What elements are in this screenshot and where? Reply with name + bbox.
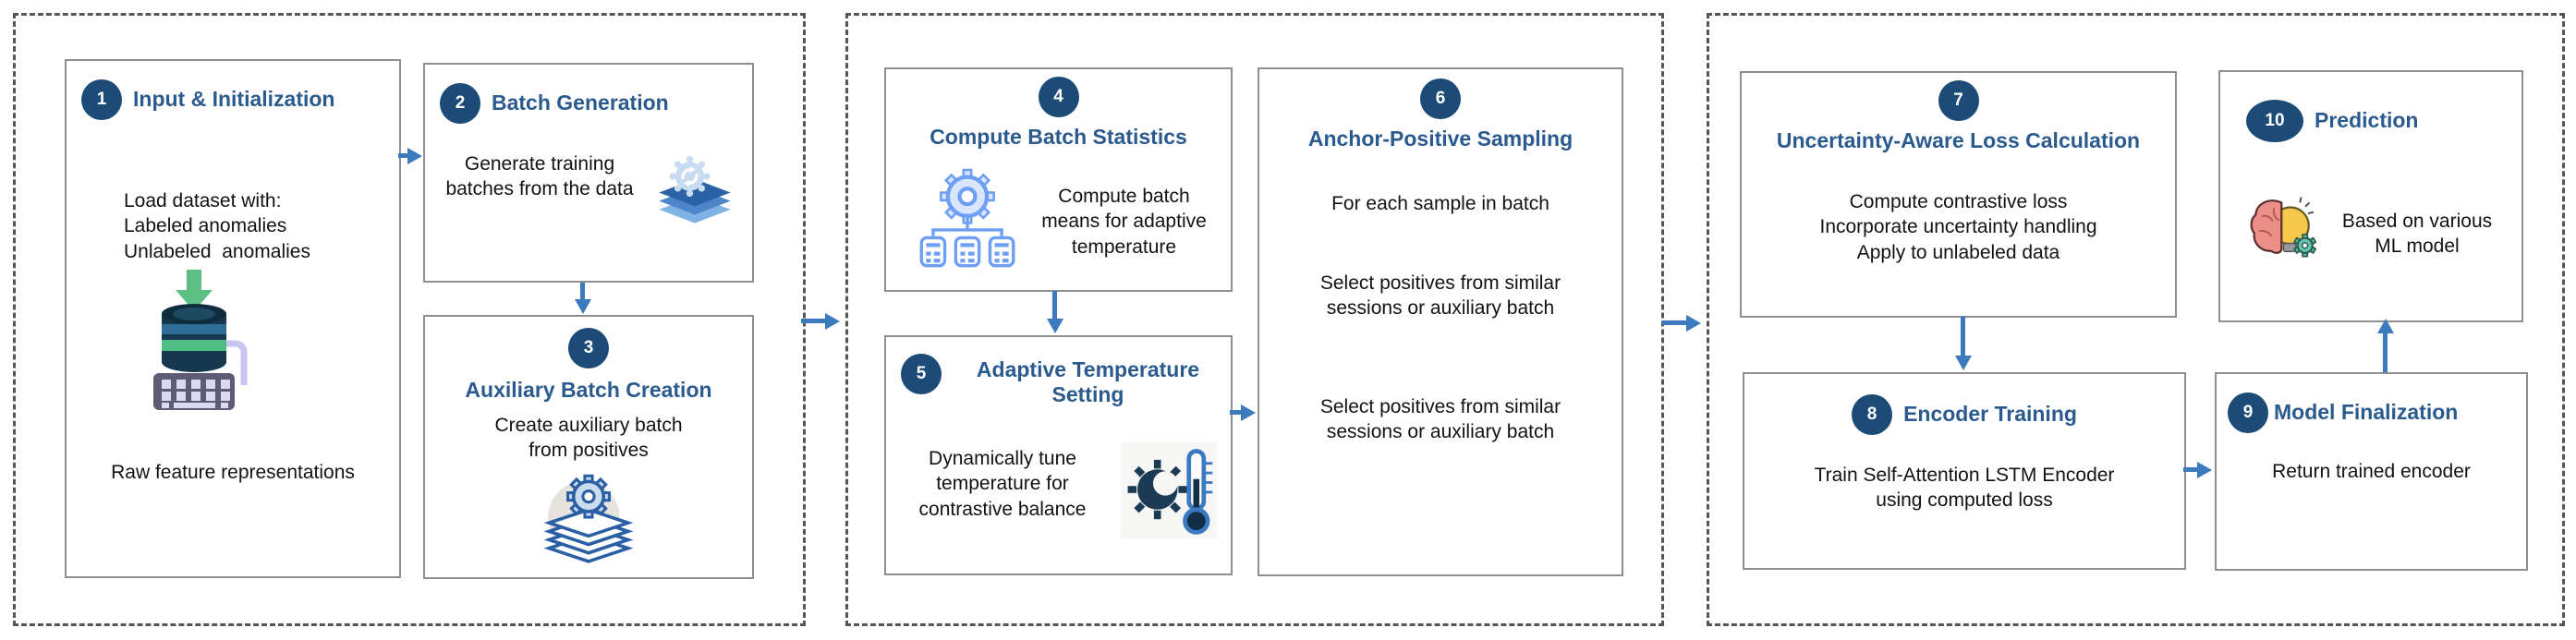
step-5-box: 5 Adaptive Temperature Setting Dynamical… <box>884 335 1233 575</box>
arrow-step4-to-step5 <box>1052 291 1057 319</box>
brain-lightbulb-gear-icon <box>2248 196 2317 265</box>
arrow-step5-to-step6 <box>1230 410 1241 415</box>
step-2-box: 2 Batch Generation Generate training bat… <box>423 63 754 283</box>
step-1-badge: 1 <box>81 79 122 120</box>
step-10-badge: 10 <box>2246 100 2303 142</box>
step-1-caption: Raw feature representations <box>111 462 355 483</box>
step-2-text: Generate training batches from the data <box>445 153 634 200</box>
step-1-title: Input & Initialization <box>133 87 335 112</box>
step-7-box: 7 Uncertainty-Aware Loss Calculation Com… <box>1740 71 2177 318</box>
step-8-badge: 8 <box>1852 394 1893 435</box>
phase-3-container <box>1707 13 2565 626</box>
database-keyboard-icon <box>139 270 249 415</box>
arrow-step7-to-step8 <box>1961 317 1965 356</box>
step-7-title: Uncertainty-Aware Loss Calculation <box>1776 128 2141 152</box>
step-6-text-3: Select positives from similar sessions o… <box>1319 396 1561 443</box>
arrow-phase2-to-phase3 <box>1662 320 1686 325</box>
step-6-box: 6 Anchor-Positive Sampling For each samp… <box>1258 67 1623 576</box>
step-5-text: Dynamically tune temperature for contras… <box>918 448 1087 520</box>
phase-2-container <box>845 13 1664 626</box>
step-10-box: 10 Prediction Based on various ML model <box>2218 70 2523 322</box>
gear-servers-icon <box>916 165 1019 279</box>
step-6-text-1: For each sample in batch <box>1331 193 1549 214</box>
step-5-badge: 5 <box>901 354 942 394</box>
step-3-badge: 3 <box>568 328 609 368</box>
step-9-text: Return trained encoder <box>2272 461 2471 482</box>
step-10-text: Based on various ML model <box>2341 211 2493 258</box>
arrow-phase1-to-phase2 <box>801 319 825 323</box>
step-3-text: Create auxiliary batch from positives <box>494 415 683 462</box>
step-7-badge: 7 <box>1938 80 1979 121</box>
step-4-text: Compute batch means for adaptive tempera… <box>1041 186 1207 258</box>
sun-thermometer-icon <box>1121 442 1217 543</box>
step-4-badge: 4 <box>1038 77 1079 117</box>
step-7-text: Compute contrastive loss Incorporate unc… <box>1819 191 2097 263</box>
step-6-badge: 6 <box>1420 78 1461 119</box>
step-2-badge: 2 <box>440 83 480 124</box>
step-3-title: Auxiliary Batch Creation <box>465 378 712 402</box>
step-4-title: Compute Batch Statistics <box>930 125 1187 149</box>
step-6-text-2: Select positives from similar sessions o… <box>1319 272 1561 320</box>
step-8-title: Encoder Training <box>1903 402 2077 427</box>
step-8-text: Train Self-Attention LSTM Encoder using … <box>1814 465 2115 512</box>
step-5-title: Adaptive Temperature Setting <box>976 357 1200 407</box>
arrow-step8-to-step9 <box>2183 467 2197 472</box>
layered-batches-gear-icon <box>652 155 737 245</box>
step-8-box: 8 Encoder Training Train Self-Attention … <box>1743 372 2186 570</box>
step-10-title: Prediction <box>2315 108 2419 133</box>
step-9-box: 9 Model Finalization Return trained enco… <box>2215 372 2528 571</box>
step-3-box: 3 Auxiliary Batch Creation Create auxili… <box>423 315 754 579</box>
step-1-text: Load dataset with: Labeled anomalies Unl… <box>124 190 310 262</box>
step-6-title: Anchor-Positive Sampling <box>1307 127 1574 151</box>
arrow-step9-to-step10 <box>2383 333 2388 372</box>
arrow-step2-to-step3 <box>580 283 585 299</box>
arrow-step1-to-step2 <box>398 153 407 158</box>
stack-gear-icon <box>537 463 640 571</box>
step-9-badge: 9 <box>2228 392 2268 433</box>
step-9-title: Model Finalization <box>2274 400 2459 425</box>
step-4-box: 4 Compute Batch Statistics <box>884 67 1233 292</box>
step-1-box: 1 Input & Initialization Load dataset wi… <box>65 59 401 578</box>
step-2-title: Batch Generation <box>492 91 669 115</box>
